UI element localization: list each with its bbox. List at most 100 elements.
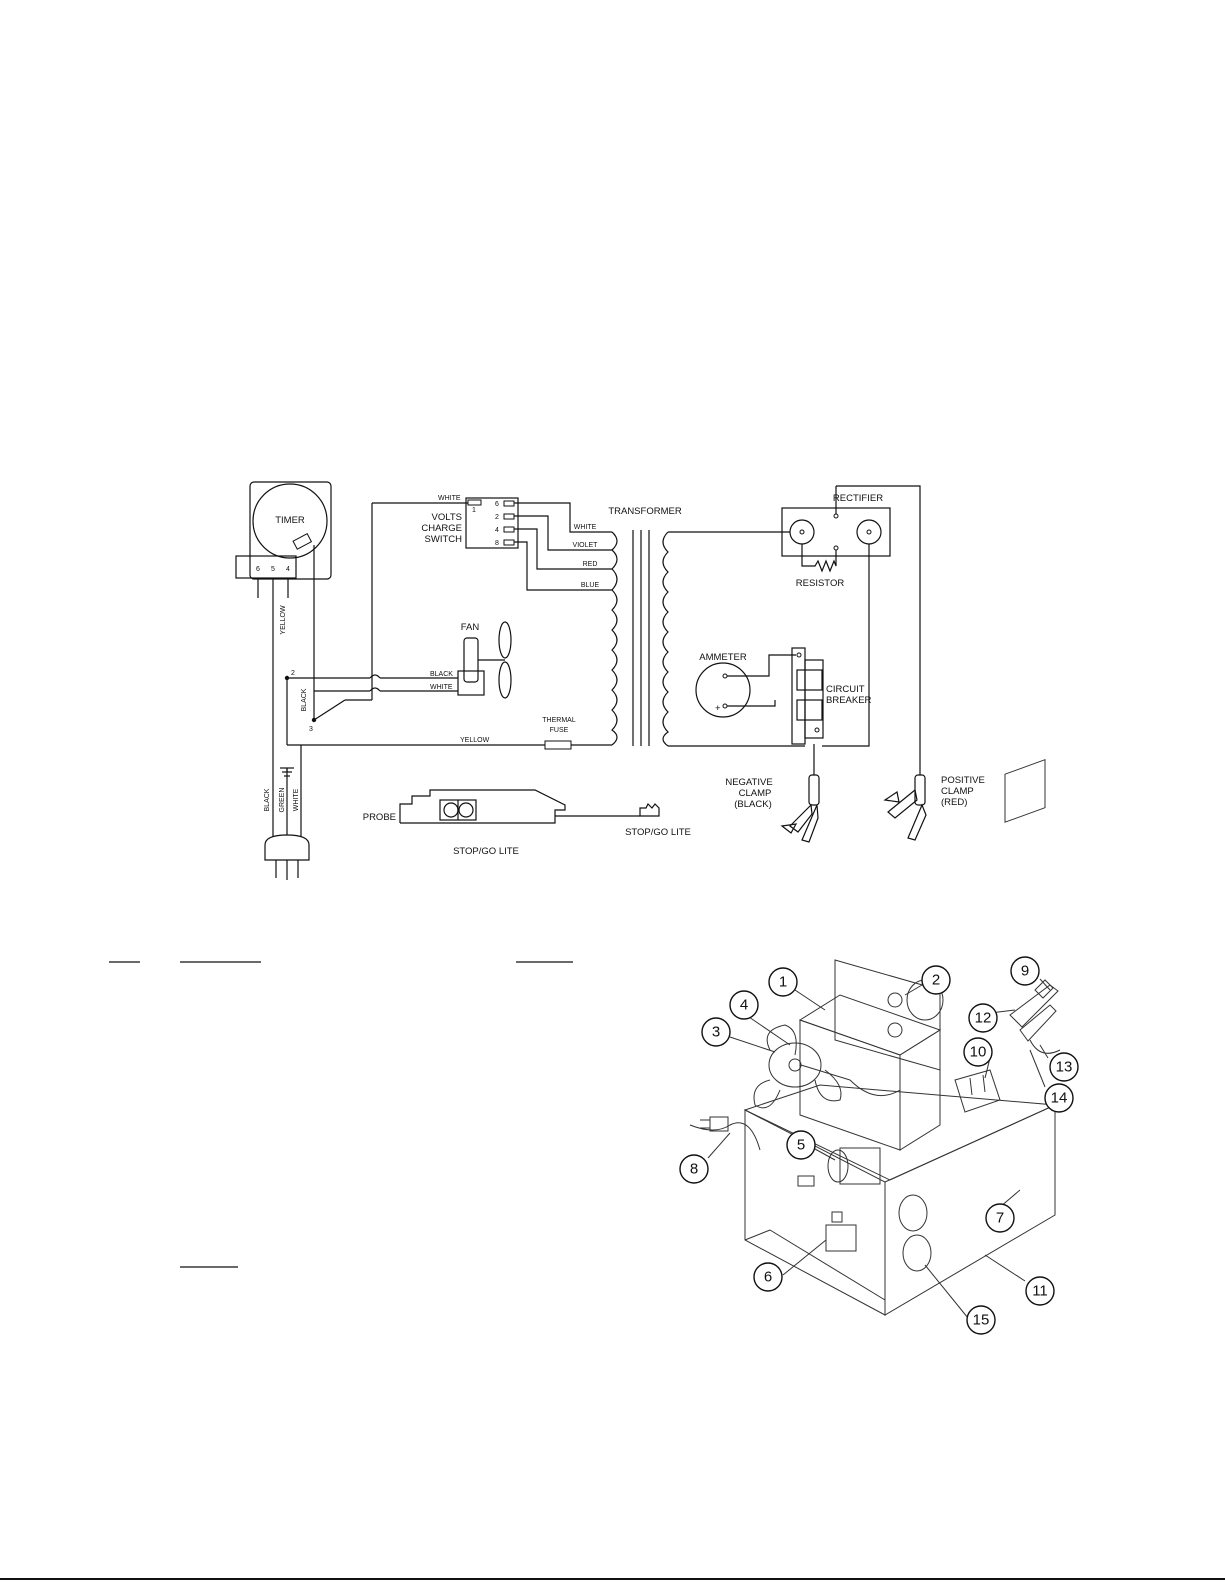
callout-12: 12 xyxy=(968,1003,998,1033)
callout-5: 5 xyxy=(786,1130,816,1160)
ammeter-plus: + xyxy=(715,703,721,714)
stop-go-lite-label-right: STOP/GO LITE xyxy=(625,827,691,838)
stop-go-lite-label-left: STOP/GO LITE xyxy=(453,846,519,857)
rectifier-bracket xyxy=(954,1069,1001,1113)
fan-blade-top xyxy=(498,621,512,659)
fan-blade-bottom xyxy=(498,661,512,699)
svg-text:11: 11 xyxy=(1032,1283,1048,1300)
cord-label-black: BLACK xyxy=(264,788,271,811)
svg-text:3: 3 xyxy=(712,1024,720,1041)
svg-text:9: 9 xyxy=(1021,963,1029,980)
switch-label-3: SWITCH xyxy=(425,534,463,545)
timer-knob xyxy=(292,533,313,550)
ammeter-label: AMMETER xyxy=(699,652,747,663)
wiring-diagram: TIMER 6 5 4 YELLOW BLACK 2 xyxy=(235,481,985,880)
cord-label-green: GREEN xyxy=(279,788,286,813)
wire-label-white-top: WHITE xyxy=(438,495,461,502)
wire-label-blue: BLUE xyxy=(581,582,600,589)
rectifier: RECTIFIER RESISTOR xyxy=(781,485,921,775)
node-label-2: 2 xyxy=(291,670,295,677)
parts-list-headers xyxy=(109,961,573,1268)
bottom-rule xyxy=(0,1578,1225,1580)
main-wires: YELLOW BLACK 2 3 BLACK GREEN WHITE xyxy=(264,545,317,830)
timer-terminal-5: 5 xyxy=(271,566,275,573)
stop-go-lite-bulb xyxy=(639,802,660,817)
transformer-block xyxy=(798,959,944,1151)
callout-15: 15 xyxy=(966,1305,996,1335)
callout-8: 8 xyxy=(679,1154,709,1184)
wire-label-yellow-vertical: YELLOW xyxy=(280,605,287,635)
positive-clamp-label-1: POSITIVE xyxy=(941,775,985,786)
timer-unit xyxy=(797,1147,881,1187)
probe-assembly: PROBE STOP/GO LITE STOP/GO LITE xyxy=(363,789,691,857)
wire-label-white-fan: WHITE xyxy=(430,684,453,691)
svg-text:15: 15 xyxy=(973,1312,990,1329)
svg-text:6: 6 xyxy=(764,1269,772,1286)
negative-clamp: NEGATIVE CLAMP (BLACK) xyxy=(725,774,820,843)
circuit-breaker-label-2: BREAKER xyxy=(826,695,872,706)
callout-1: 1 xyxy=(768,967,798,997)
negative-clamp-label-2: CLAMP xyxy=(739,788,772,799)
svg-text:8: 8 xyxy=(690,1161,698,1178)
probe-label: PROBE xyxy=(363,812,396,823)
switch-label-1: VOLTS xyxy=(432,512,462,523)
wire-label-violet: VIOLET xyxy=(573,542,599,549)
positive-clamp: POSITIVE CLAMP (RED) xyxy=(883,774,985,841)
ammeter: AMMETER + xyxy=(695,652,796,718)
transformer-secondary-coil xyxy=(662,531,669,747)
transformer: TRANSFORMER xyxy=(608,506,805,747)
switch-terminal-2: 2 xyxy=(495,514,499,521)
svg-text:14: 14 xyxy=(1051,1090,1068,1107)
svg-text:12: 12 xyxy=(975,1010,992,1027)
power-plug xyxy=(264,830,310,880)
thermal-fuse-symbol xyxy=(544,740,572,750)
callout-11: 11 xyxy=(1025,1276,1055,1306)
callout-3: 3 xyxy=(701,1017,731,1047)
wire-label-black-fan: BLACK xyxy=(430,671,453,678)
callout-6: 6 xyxy=(753,1262,783,1292)
cord-label-white: WHITE xyxy=(293,788,300,811)
timer-label: TIMER xyxy=(275,515,305,526)
switch-body xyxy=(465,497,519,549)
volts-charge-switch: 1 6 2 4 8 VOLTS CHARGE SWITCH WHITE VIOL… xyxy=(421,497,612,591)
svg-text:2: 2 xyxy=(932,972,940,989)
circuit-breaker: CIRCUIT BREAKER xyxy=(791,647,872,775)
switch-terminal-4: 4 xyxy=(495,527,499,534)
callout-9: 9 xyxy=(1010,956,1040,986)
transformer-label: TRANSFORMER xyxy=(608,506,682,517)
positive-clamp-label-3: (RED) xyxy=(941,797,967,808)
negative-clamp-label-1: NEGATIVE xyxy=(725,777,772,788)
thermal-fuse-label-1: THERMAL xyxy=(542,717,576,724)
callout-2: 2 xyxy=(921,965,951,995)
circuit-breaker-label-1: CIRCUIT xyxy=(826,684,865,695)
ammeter-dial xyxy=(695,662,751,718)
timer-dial xyxy=(252,483,328,559)
rectifier-box xyxy=(781,507,891,557)
rectifier-label: RECTIFIER xyxy=(833,493,883,504)
power-cord xyxy=(689,1116,761,1151)
switch-terminal-8: 8 xyxy=(495,540,499,547)
leader-lines xyxy=(707,978,1051,1319)
svg-text:5: 5 xyxy=(797,1137,805,1154)
callout-10: 10 xyxy=(963,1037,993,1067)
knob-upper xyxy=(898,1194,928,1232)
wire-label-white: WHITE xyxy=(574,524,597,531)
wire-label-red: RED xyxy=(583,561,598,568)
svg-text:4: 4 xyxy=(740,997,748,1014)
wire-label-yellow-bottom: YELLOW xyxy=(460,737,490,744)
probe-body xyxy=(399,789,566,824)
timer-housing xyxy=(249,481,332,580)
fan-wiring: BLACK WHITE WHITE YELLOW THERMAL FUSE xyxy=(287,495,612,750)
callouts: 1 2 3 4 5 6 7 xyxy=(679,956,1079,1335)
wire-label-black-vertical: BLACK xyxy=(301,688,308,711)
switch-pin-1: 1 xyxy=(472,507,476,514)
fan-motor-bracket xyxy=(457,670,485,696)
fan: FAN xyxy=(457,621,512,699)
timer-terminal-block xyxy=(235,555,297,579)
transformer-primary-coil xyxy=(611,531,618,746)
positive-clamp-label-2: CLAMP xyxy=(941,786,974,797)
switch-unit xyxy=(825,1211,857,1252)
ammeter-panel xyxy=(1004,758,1046,823)
